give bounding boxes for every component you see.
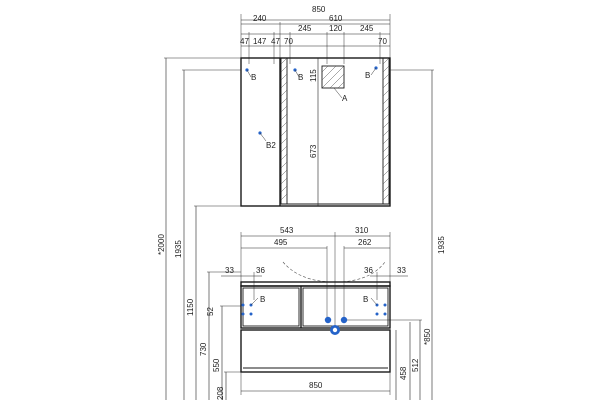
dim-h1935-right: 1935 — [437, 236, 446, 254]
dim-h850: *850 — [423, 328, 432, 345]
lower-dimension-lines — [221, 232, 408, 330]
dim-h550: 550 — [212, 358, 221, 372]
dim-top-850: 850 — [312, 5, 326, 14]
drain-marker — [324, 316, 348, 335]
dim-33-right: 33 — [397, 266, 406, 275]
marker-vanity-b-right — [370, 297, 387, 316]
dim-top-120: 120 — [329, 24, 343, 33]
marker-b2 — [258, 131, 267, 142]
label-vanity-b-left: B — [260, 295, 265, 304]
label-b-left: B — [251, 73, 256, 82]
dim-top-70a: 70 — [284, 37, 293, 46]
dim-h458: 458 — [399, 366, 408, 380]
label-b-mid: B — [298, 73, 303, 82]
dim-h673: 673 — [309, 144, 318, 158]
dim-h1150: 1150 — [186, 298, 195, 316]
label-b2: B2 — [266, 141, 276, 150]
label-a: A — [342, 94, 348, 103]
dim-top-610: 610 — [329, 14, 343, 23]
marker-b-left — [245, 68, 252, 78]
dim-h208: 208 — [216, 386, 225, 400]
dim-h512: 512 — [411, 358, 420, 372]
upper-cabinet — [240, 57, 391, 207]
top-dimension-lines — [240, 14, 391, 64]
dim-495: 495 — [274, 238, 288, 247]
dim-top-240: 240 — [253, 14, 267, 23]
dim-top-47b: 47 — [271, 37, 280, 46]
dim-h730: 730 — [199, 342, 208, 356]
dim-top-47a: 47 — [240, 37, 249, 46]
bottom-width-dimension — [240, 372, 391, 395]
marker-vanity-b-left — [241, 297, 259, 316]
dim-top-245a: 245 — [298, 24, 312, 33]
label-vanity-b-right: B — [363, 295, 368, 304]
dim-36-left: 36 — [256, 266, 265, 275]
dim-top-147: 147 — [253, 37, 267, 46]
dim-310: 310 — [355, 226, 369, 235]
dim-33-left: 33 — [225, 266, 234, 275]
dim-h1935-left: 1935 — [174, 240, 183, 258]
dim-36-right: 36 — [364, 266, 373, 275]
dim-h115: 115 — [309, 69, 318, 82]
marker-b-right — [370, 66, 378, 76]
vanity-unit — [240, 261, 391, 373]
dim-top-245b: 245 — [360, 24, 374, 33]
label-b-right: B — [365, 71, 370, 80]
dim-850-bottom: 850 — [309, 381, 323, 390]
dim-top-70b: 70 — [378, 37, 387, 46]
dim-262: 262 — [358, 238, 372, 247]
height-dimension-lines — [164, 57, 434, 400]
dim-543: 543 — [280, 226, 294, 235]
marker-b-mid — [293, 68, 300, 78]
dim-h52: 52 — [206, 307, 215, 316]
dim-h2000: *2000 — [157, 234, 166, 255]
